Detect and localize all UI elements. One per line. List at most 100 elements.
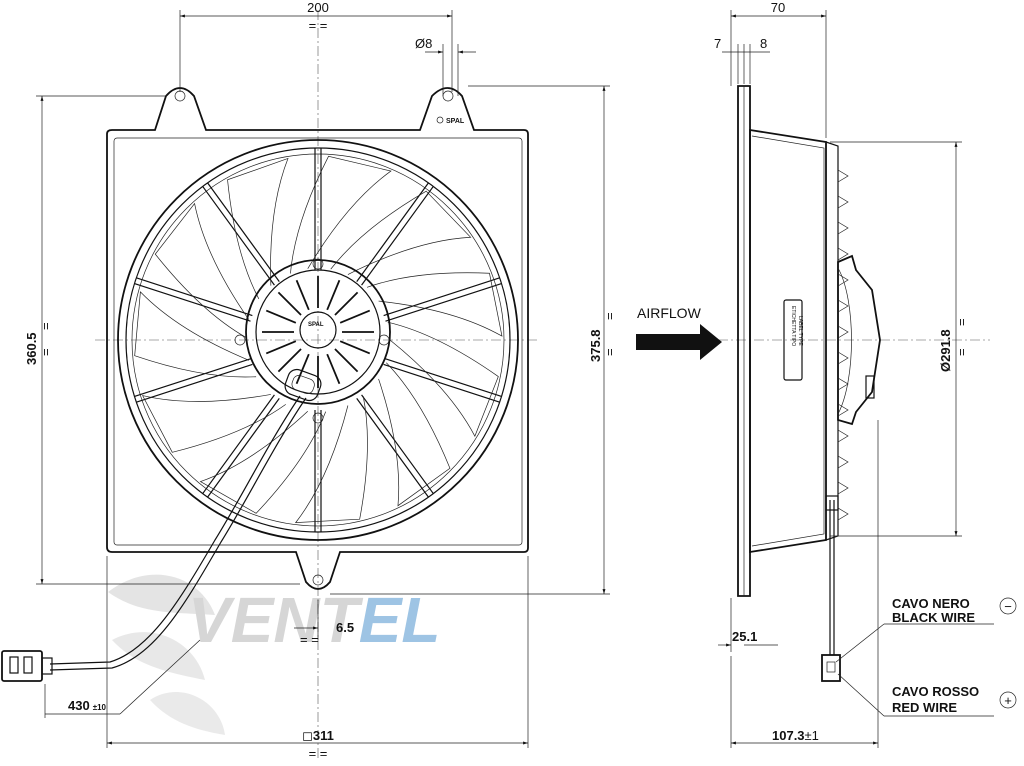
sticker-line2: LABEL TYPE [797, 316, 803, 346]
shroud-logo: SPAL [436, 116, 465, 125]
watermark-text: VENTEL [188, 584, 440, 656]
side-view: AIRFLOW ETICHETTA TIPO LABEL TYPE 7 [636, 0, 1017, 748]
side-blade-edge [837, 429, 849, 443]
side-blade-edge [837, 247, 849, 261]
spoke [134, 358, 251, 398]
spoke [385, 358, 502, 398]
spoke [383, 277, 500, 317]
side-blade-edge [837, 351, 849, 365]
svg-text:=: = [602, 312, 617, 320]
spoke [134, 282, 251, 322]
side-shroud [749, 128, 827, 554]
blade [294, 395, 368, 524]
wire-connector [821, 654, 841, 682]
support-spokes [134, 148, 502, 532]
hub-rib [295, 279, 310, 311]
svg-text:=: = [38, 322, 53, 330]
side-blade-edges [837, 169, 849, 521]
dim-total-depth: 107.3±1 [772, 728, 819, 743]
hub-rib [334, 348, 359, 373]
dim-hole-diameter: Ø8 [415, 36, 432, 51]
spoke [385, 282, 502, 322]
hub-rib [334, 291, 359, 316]
motor-hub: SPAL [234, 258, 391, 424]
black-wire-label-en: BLACK WIRE [892, 610, 975, 625]
watermark-prefix: VENT [188, 584, 364, 656]
blade [378, 362, 451, 507]
plus-icon [999, 691, 1017, 709]
svg-text:=: = [38, 348, 53, 356]
svg-text:= =: = = [309, 746, 328, 761]
dim-flange-depth: 25.1 [732, 629, 757, 644]
side-blade-edge [837, 273, 849, 287]
hub-rib [265, 309, 297, 324]
fan-ring-outer [117, 139, 519, 541]
dim-offset: 6.5 [336, 620, 354, 635]
spoke [202, 186, 275, 286]
dim-total-depth-tol: ±1 [805, 728, 819, 743]
cable-connector [1, 650, 43, 682]
hub-ribs [262, 276, 374, 388]
blade [141, 394, 286, 453]
hub-rib [295, 353, 310, 385]
red-wire-polarity: + [1004, 693, 1012, 708]
svg-text:= =: = = [309, 18, 328, 33]
dim-square: ◻311 [302, 728, 334, 743]
side-blade-edge [837, 481, 849, 495]
black-wire-label-it: CAVO NERO [892, 596, 970, 611]
dim-width-200: 200 [307, 0, 329, 15]
spoke [356, 182, 429, 282]
spoke [136, 363, 253, 403]
dim-flange-8: 8 [760, 36, 767, 51]
svg-text:=: = [954, 348, 969, 356]
blade [330, 190, 472, 275]
spoke [361, 394, 434, 494]
blade [387, 321, 499, 438]
red-wire-label-it: CAVO ROSSO [892, 684, 979, 699]
dim-flange-7: 7 [714, 36, 721, 51]
spoke [202, 394, 275, 494]
black-wire-polarity: − [1004, 599, 1012, 614]
spoke [207, 398, 280, 498]
dim-square-value: 311 [313, 728, 334, 743]
side-blade-edge [837, 455, 849, 469]
dim-diameter: Ø291.8 [938, 329, 953, 372]
side-blade-edge [837, 377, 849, 391]
dim-cable-length-value: 430 [68, 698, 90, 713]
spoke [383, 363, 500, 403]
hub-rib [339, 309, 371, 324]
shroud-outline [106, 87, 529, 590]
dim-cable-length: 430±10 [68, 698, 107, 713]
fan-blades [134, 155, 503, 524]
motor-cable [49, 395, 301, 665]
hub-rib [265, 340, 297, 355]
hub-logo-text: SPAL [308, 322, 324, 328]
airflow-label: AIRFLOW [637, 305, 702, 321]
side-blade-edge [837, 299, 849, 313]
dim-total-depth-value: 107.3 [772, 728, 805, 743]
red-wire-label-en: RED WIRE [892, 700, 957, 715]
blade [134, 291, 257, 378]
side-blade-edge [837, 403, 849, 417]
spoke [207, 182, 280, 282]
dim-cable-length-tol: ±10 [93, 703, 107, 712]
shroud-logo-text: SPAL [446, 118, 465, 125]
blade [227, 157, 289, 300]
svg-text:=: = [602, 348, 617, 356]
blade [154, 202, 250, 338]
watermark: VENTEL [108, 574, 440, 735]
dim-square-symbol: ◻ [302, 728, 313, 743]
svg-text:=: = [954, 318, 969, 326]
side-blade-edge [837, 325, 849, 339]
hub-rib [326, 279, 341, 311]
sticker-line1: ETICHETTA TIPO [790, 306, 796, 346]
side-sticker: ETICHETTA TIPO LABEL TYPE [783, 299, 803, 381]
hub-rib [326, 353, 341, 385]
hub-rib [277, 291, 302, 316]
side-motor [837, 254, 881, 426]
hub-rib [277, 348, 302, 373]
side-blade-edge [837, 221, 849, 235]
spoke [136, 277, 253, 317]
side-blade-edge [837, 195, 849, 209]
